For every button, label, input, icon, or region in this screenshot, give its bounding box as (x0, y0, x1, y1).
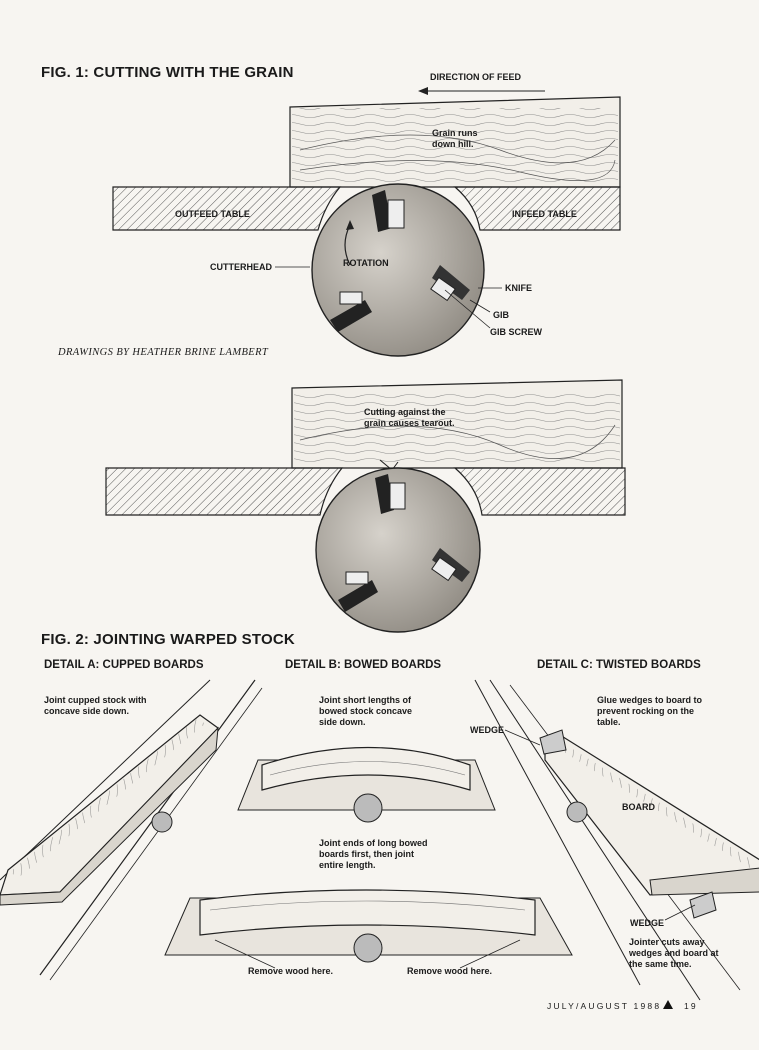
infeed-table (453, 186, 621, 231)
detail-c-note: Glue wedges to board to prevent rocking … (597, 695, 703, 727)
detail-b-title: DETAIL B: BOWED BOARDS (285, 659, 442, 671)
rotation-label: ROTATION (343, 258, 389, 268)
fig1b-drawing (105, 379, 626, 633)
remove-wood-left: Remove wood here. (248, 966, 334, 976)
fig1-drawing (112, 87, 621, 357)
detail-b-drawing (164, 746, 573, 969)
fig1-title: FIG. 1: CUTTING WITH THE GRAIN (41, 64, 294, 81)
detail-a-cutterhead (151, 811, 173, 833)
fig1b-outfeed-table (105, 467, 344, 516)
wedge-bottom (689, 891, 717, 919)
direction-of-feed-label: DIRECTION OF FEED (430, 72, 522, 82)
outfeed-table-label: OUTFEED TABLE (175, 209, 250, 219)
tearout-note: Cutting against the grain causes tearout… (364, 407, 455, 428)
remove-wood-right: Remove wood here. (407, 966, 493, 976)
short-bowed-board (261, 746, 471, 791)
folio-triangle-icon (663, 1000, 673, 1009)
knife-label: KNIFE (505, 283, 532, 293)
detail-b-cutterhead-top (353, 793, 383, 823)
wedge-top-label: WEDGE (470, 725, 505, 735)
gib-screw-label: GIB SCREW (490, 327, 543, 337)
detail-c-drawing (474, 679, 759, 1001)
detail-a-title: DETAIL A: CUPPED BOARDS (44, 659, 204, 671)
cupped-board (0, 714, 219, 896)
cutterhead-label: CUTTERHEAD (210, 262, 272, 272)
drawing-credit: DRAWINGS BY HEATHER BRINE LAMBERT (58, 347, 269, 358)
board-label: BOARD (622, 802, 655, 812)
detail-b-cutterhead-bottom (353, 933, 383, 963)
outfeed-table (112, 186, 342, 231)
jointer-note: Jointer cuts away wedges and board at th… (629, 937, 719, 969)
detail-a-drawing (0, 679, 263, 981)
gib-label: GIB (493, 310, 510, 320)
infeed-table-label: INFEED TABLE (512, 209, 577, 219)
detail-c-cutterhead (566, 801, 588, 823)
detail-b-note-long: Joint ends of long bowed boards first, t… (319, 838, 428, 870)
issue-date: JULY/AUGUST 1988 (547, 1001, 662, 1011)
detail-a-note: Joint cupped stock with concave side dow… (44, 695, 147, 716)
page-number: 19 (684, 1001, 698, 1011)
detail-b-note-short: Joint short lengths of bowed stock conca… (319, 695, 413, 727)
long-bowed-board (199, 889, 536, 936)
grain-note: Grain runs down hill. (432, 128, 478, 149)
detail-c-title: DETAIL C: TWISTED BOARDS (537, 659, 701, 671)
wedge-bottom-label: WEDGE (630, 918, 665, 928)
fig2-title: FIG. 2: JOINTING WARPED STOCK (41, 631, 295, 648)
fig1b-infeed-table (453, 467, 626, 516)
wedge-top (539, 729, 567, 755)
